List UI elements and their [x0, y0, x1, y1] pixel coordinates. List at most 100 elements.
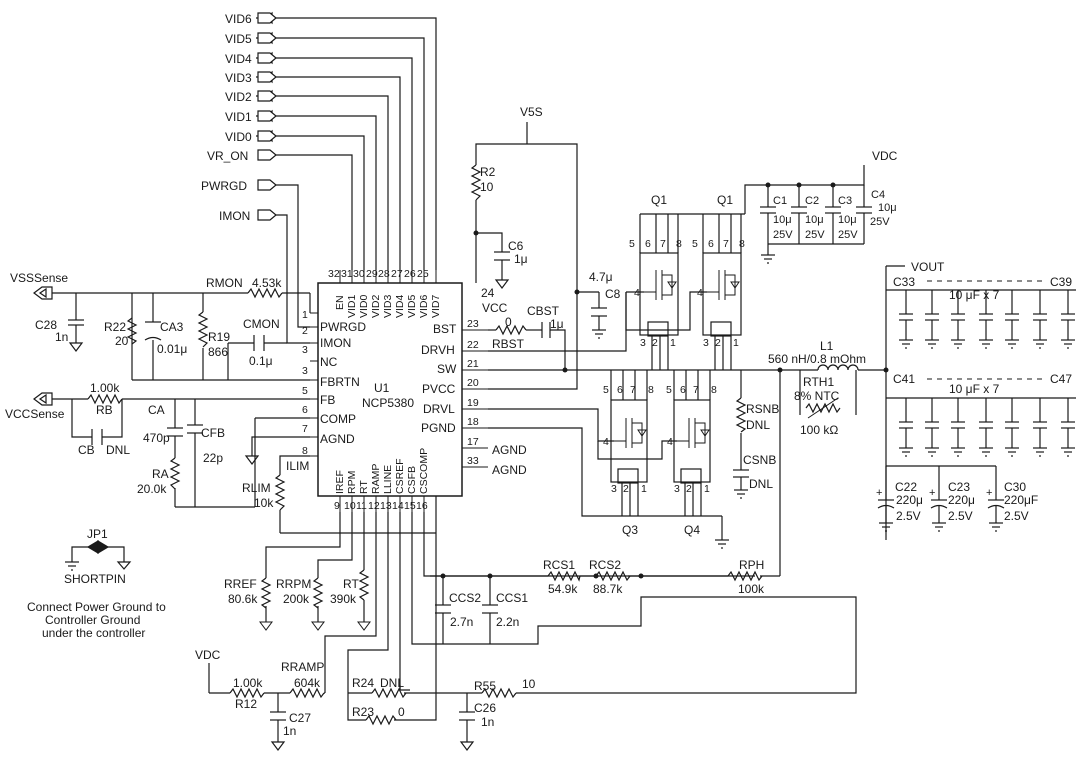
pin-en-name: EN: [334, 295, 346, 310]
csnb-value: DNL: [749, 477, 773, 491]
port-vr-on: VR_ON: [207, 149, 248, 163]
pin-23-num: 23: [467, 318, 479, 330]
q3-ref: Q3: [622, 523, 638, 537]
svg-text:5: 5: [692, 238, 698, 250]
rth1-wires: [799, 370, 857, 415]
svg-text:2: 2: [715, 337, 721, 349]
pin-3-num: 3: [302, 344, 308, 356]
vcc-label: VCC: [482, 301, 508, 315]
vid-wires: [276, 17, 437, 344]
pin-vid5-name: VID5: [406, 294, 418, 318]
svg-text:4: 4: [634, 287, 640, 299]
note-line-1: Connect Power Ground to: [27, 600, 166, 614]
c22-ref: C22: [895, 480, 917, 494]
pin-rt-name: RT: [358, 480, 370, 494]
pin-14-num: 14: [392, 500, 404, 512]
svg-text:5: 5: [603, 384, 609, 396]
pin-vid7-name: VID7: [430, 294, 442, 318]
pin-7-num: 7: [302, 423, 308, 435]
pin-28-num: 28: [378, 268, 390, 280]
pin-vid3-name: VID3: [382, 294, 394, 318]
cmon-ref: CMON: [243, 317, 280, 331]
svg-text:7: 7: [693, 384, 699, 396]
vcc-24-label: 24: [481, 286, 495, 300]
rlim-ref: RLIM: [242, 481, 271, 495]
ca3-value: 0.01μ: [157, 342, 187, 356]
pin-18-num: 18: [467, 416, 479, 428]
rref-ground: [259, 621, 273, 631]
cmon-value: 0.1μ: [249, 354, 273, 368]
pin-32-num: 32: [328, 268, 340, 280]
mosfet-q4: [673, 399, 711, 484]
ic-bottom-pin-numbers: 9 10 11 12 13 14 15 16: [334, 500, 428, 512]
svg-text:4: 4: [603, 436, 609, 448]
svg-text:8: 8: [739, 238, 745, 250]
agnd33-label: AGND: [492, 463, 527, 477]
c1-value: 10μ: [773, 214, 792, 226]
svg-text:1: 1: [704, 483, 710, 495]
q1b-ref: Q1: [717, 193, 733, 207]
ic-top-pin-numbers: 32 31 30 29 28 27 26 25: [328, 268, 429, 280]
c4-ref: C4: [871, 189, 885, 201]
bank-bot-end: C47: [1050, 372, 1072, 386]
jp1-label: SHORTPIN: [64, 572, 126, 586]
svg-text:2: 2: [686, 483, 692, 495]
mosfet-q1-b: [702, 252, 742, 337]
svg-text:2: 2: [623, 483, 629, 495]
rref-ref: RREF: [224, 577, 257, 591]
c23-ref: C23: [948, 480, 970, 494]
port-vid6: VID6: [225, 12, 252, 26]
c22-rating: 2.5V: [896, 509, 921, 523]
pin-iref-name: IREF: [334, 470, 346, 494]
pin-vid6-name: VID6: [418, 294, 430, 318]
rmon-resistor: [247, 287, 283, 299]
svg-text:1: 1: [733, 337, 739, 349]
r22-ref: R22: [104, 320, 126, 334]
bank-top-start: C33: [893, 275, 915, 289]
vdc-bottom-wires: [208, 663, 325, 751]
pin-imon-name: IMON: [320, 336, 351, 350]
pin-10-num: 10: [344, 500, 356, 512]
snubber-wires: [733, 370, 749, 499]
svg-text:8: 8: [648, 384, 654, 396]
jp1-ref: JP1: [87, 527, 108, 541]
vout-bank-capacitor: [1033, 290, 1047, 349]
rmon-ref: RMON: [206, 276, 243, 290]
c22-plus: +: [876, 487, 882, 499]
bank-bot-desc: 10 μF x 7: [949, 382, 1000, 396]
ca3-capacitor: [144, 321, 162, 341]
pin-12-num: 12: [368, 500, 380, 512]
pin-pgnd-name: PGND: [421, 421, 456, 435]
ccs1-value: 2.2n: [496, 615, 519, 629]
cbst-ref: CBST: [527, 304, 560, 318]
vdc-bottom-label: VDC: [195, 648, 221, 662]
pin-rpm-name: RPM: [346, 471, 358, 494]
svg-text:3: 3: [611, 483, 617, 495]
rcs1-value: 54.9k: [548, 582, 578, 596]
pin-13-num: 13: [380, 500, 392, 512]
l1-ref: L1: [820, 339, 834, 353]
pin-8-num: 8: [302, 445, 308, 457]
c2-rating: 25V: [805, 229, 825, 241]
rmon-value: 4.53k: [252, 276, 282, 290]
pin-4-num: 3: [302, 365, 308, 377]
rt-ref: RT: [343, 577, 359, 591]
rb-ref: RB: [96, 403, 113, 417]
r19-resistor: [197, 311, 209, 348]
vccsense-label: VCCSense: [5, 407, 65, 421]
c6-ref: C6: [508, 239, 524, 253]
vout-bank-capacitor: [979, 290, 993, 349]
rcs2-ref: RCS2: [589, 558, 621, 572]
rsnb-ref: RSNB: [746, 402, 779, 416]
c8-ref: C8: [605, 287, 621, 301]
port-vid1: VID1: [225, 110, 252, 124]
rbst-value: 0: [505, 315, 512, 329]
ra-ref: RA: [152, 467, 169, 481]
rb-value: 1.00k: [90, 381, 120, 395]
c27-value: 1n: [283, 724, 296, 738]
q1-wires: [488, 165, 865, 370]
svg-text:6: 6: [708, 238, 714, 250]
c28-ref: C28: [35, 318, 57, 332]
port-vid3: VID3: [225, 71, 252, 85]
pin-csref-name: CSREF: [394, 458, 406, 494]
